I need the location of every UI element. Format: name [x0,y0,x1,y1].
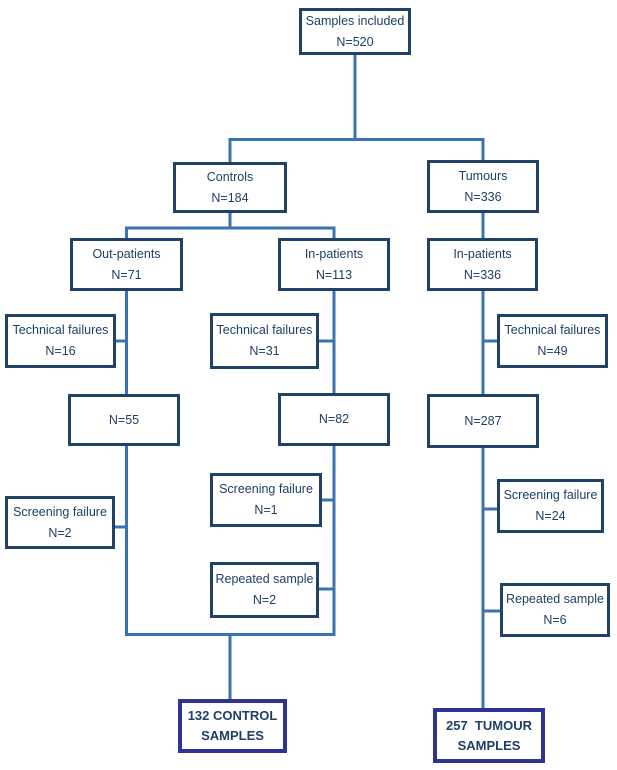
node-technical-failures-out: Technical failures N=16 [5,314,116,368]
node-label: Screening failure [503,488,598,502]
node-samples-included: Samples included N=520 [299,8,411,55]
node-value: N=520 [336,34,374,49]
node-value: 132 CONTROL [187,708,278,723]
node-out-patients: Out-patients N=71 [70,238,183,291]
node-value: N=336 [464,189,502,204]
node-n82: N=82 [278,393,390,446]
node-label: Out-patients [92,246,161,261]
node-label: Repeated sample [506,592,604,606]
node-repeated-sample-in: Repeated sample N=2 [210,562,319,618]
node-control-samples-total: 132 CONTROL SAMPLES [178,699,287,753]
node-value: N=2 [48,525,72,540]
node-value: N=24 [535,509,566,523]
node-technical-failures-in: Technical failures N=31 [210,313,319,369]
node-in-patients-controls: In-patients N=113 [278,238,390,291]
node-value: 257 TUMOUR [446,717,532,733]
node-label: SAMPLES [201,728,264,743]
node-value: N=2 [252,593,277,607]
node-label: Technical failures [504,323,601,337]
node-repeated-sample-tumour: Repeated sample N=6 [500,583,610,637]
node-label: Screening failure [13,504,107,519]
node-label: In-patients [453,246,512,261]
node-label: Repeated sample [215,572,314,586]
node-value: N=31 [249,344,280,358]
node-screening-failure-in: Screening failure N=1 [210,473,322,527]
node-value: N=6 [543,613,567,627]
node-label: Tumours [458,168,508,183]
node-label: Screening failure [219,482,313,496]
node-label: Samples included [305,13,405,28]
node-value: N=49 [537,344,568,358]
node-value: N=287 [464,413,502,428]
node-label: Controls [206,169,254,184]
node-value: N=82 [318,412,350,426]
node-n55: N=55 [68,394,180,446]
node-technical-failures-tumour: Technical failures N=49 [497,314,608,368]
node-value: N=1 [254,503,278,517]
node-in-patients-tumours: In-patients N=336 [427,238,538,291]
node-screening-failure-out: Screening failure N=2 [5,496,115,549]
node-value: N=336 [463,267,502,282]
node-label: Technical failures [216,323,313,337]
node-value: N=55 [108,412,140,427]
node-value: N=16 [45,344,76,358]
node-tumours: Tumours N=336 [427,160,539,213]
node-value: N=113 [315,267,353,282]
node-screening-failure-tumour: Screening failure N=24 [497,479,604,533]
node-label: Technical failures [12,323,109,337]
node-controls: Controls N=184 [173,162,287,213]
node-label: SAMPLES [457,737,521,753]
node-tumour-samples-total: 257 TUMOUR SAMPLES [433,708,545,763]
node-value: N=184 [211,190,249,205]
node-label: In-patients [304,246,364,261]
node-value: N=71 [111,267,142,282]
node-n287: N=287 [427,394,539,448]
